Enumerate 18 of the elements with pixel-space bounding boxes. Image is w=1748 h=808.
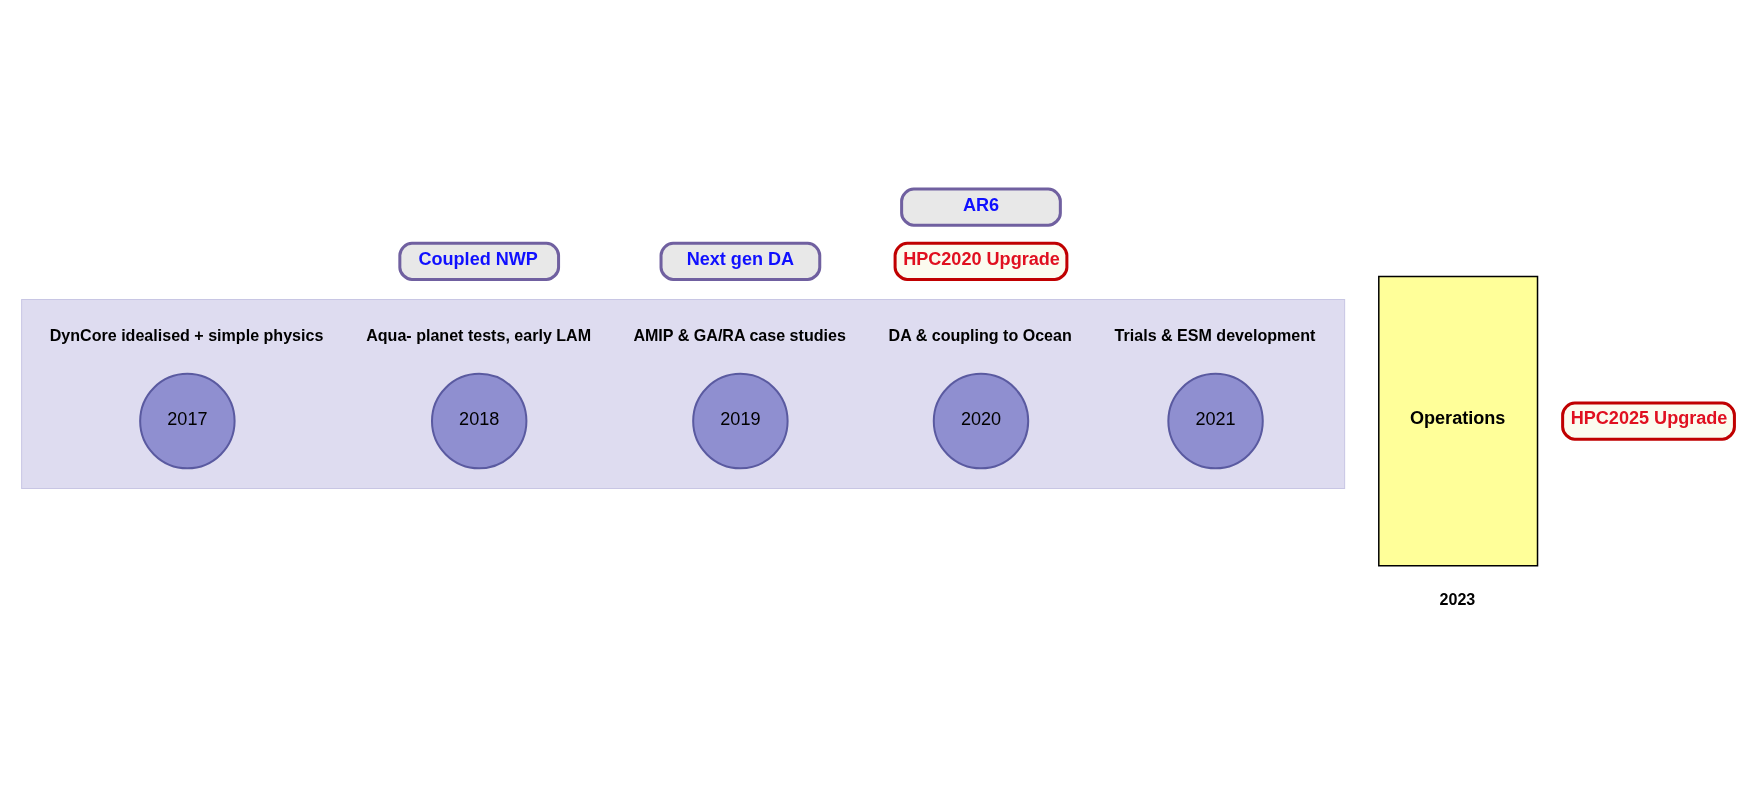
node-label: 2023 <box>1439 589 1476 608</box>
node-circle: 2020 <box>932 372 1030 469</box>
node-label: Aqua- planet tests, early LAM <box>366 325 592 344</box>
node-circle: 2021 <box>1167 372 1264 469</box>
node-circle: 2018 <box>431 372 528 469</box>
node-circle: 2019 <box>692 372 789 469</box>
cluster <box>21 298 1346 489</box>
node-box: HPC2020 Upgrade <box>893 241 1069 281</box>
node-box: HPC2025 Upgrade <box>1561 401 1736 441</box>
node-circle: 2017 <box>139 372 236 469</box>
node-label: DynCore idealised + simple physics <box>49 325 324 344</box>
node-label: Trials & ESM development <box>1114 325 1316 344</box>
node-box: AR6 <box>900 187 1062 227</box>
node-label: DA & coupling to Ocean <box>888 325 1072 344</box>
node-box: Coupled NWP <box>398 241 561 281</box>
node-box: Next gen DA <box>659 241 822 281</box>
node-box: Operations <box>1378 275 1539 566</box>
node-label: AMIP & GA/RA case studies <box>633 325 846 344</box>
